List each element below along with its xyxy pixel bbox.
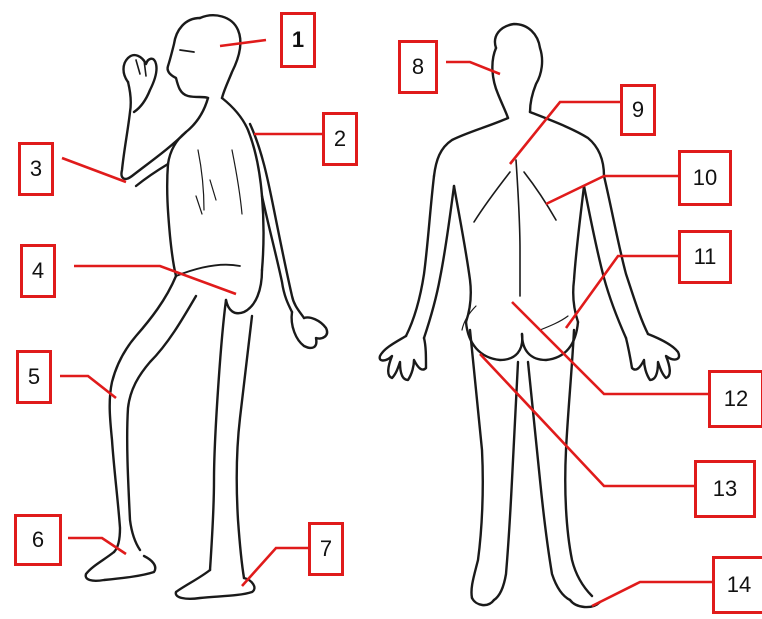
leader-14 xyxy=(592,582,712,606)
leader-3 xyxy=(62,158,126,182)
leader-4 xyxy=(74,266,236,294)
label-4: 4 xyxy=(20,244,56,298)
label-12: 12 xyxy=(708,370,762,428)
leader-5 xyxy=(60,376,116,398)
label-6: 6 xyxy=(14,514,62,566)
side-view-figure xyxy=(86,15,327,598)
leader-lines xyxy=(60,40,712,606)
label-1: 1 xyxy=(280,12,316,68)
label-9: 9 xyxy=(620,84,656,136)
label-3: 3 xyxy=(18,142,54,196)
label-13: 13 xyxy=(694,460,756,518)
label-2: 2 xyxy=(322,112,358,166)
label-5: 5 xyxy=(16,350,52,404)
label-10: 10 xyxy=(678,150,732,206)
leader-12 xyxy=(512,302,708,394)
leader-7 xyxy=(242,548,308,586)
label-7: 7 xyxy=(308,522,344,576)
leader-9 xyxy=(510,102,628,164)
label-14: 14 xyxy=(712,556,762,614)
leader-1 xyxy=(220,40,266,46)
label-11: 11 xyxy=(678,230,732,284)
leader-10 xyxy=(546,176,680,204)
label-8: 8 xyxy=(398,40,438,94)
